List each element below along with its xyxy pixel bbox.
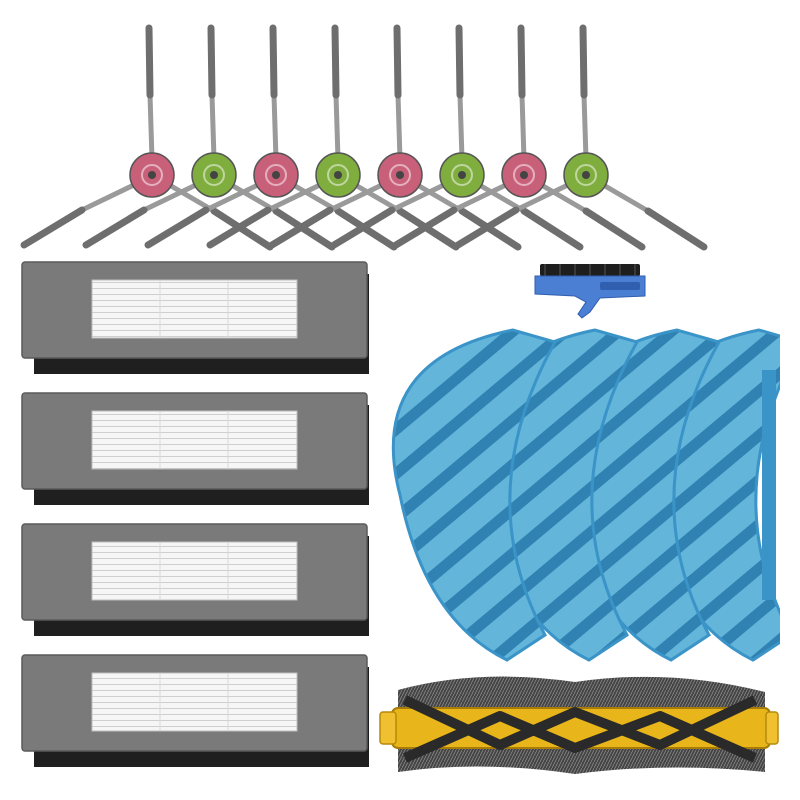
hepa-filter-group [21,261,369,767]
main-roller-brush [379,676,779,774]
mop-pad-edge [762,370,776,600]
filter-media [91,410,298,470]
side-brush [82,24,336,251]
side-brush [20,24,274,251]
filter-media [91,279,298,339]
hepa-filter [21,392,369,505]
mop-pad-group [391,328,780,662]
side-brush [206,24,460,251]
hepa-filter [21,654,369,767]
side-brush [392,24,646,251]
hepa-filter [21,523,369,636]
hepa-filter [21,261,369,374]
cleaning-brush [534,264,646,319]
side-brush [144,24,398,251]
filter-media [91,541,298,601]
mop-pad [391,328,558,662]
side-brush [454,24,708,251]
roller-end-cap-left [379,711,397,745]
side-brush-group [20,24,708,251]
side-brush [330,24,584,251]
filter-media [91,672,298,732]
side-brush [268,24,522,251]
roller-end-cap-right [765,711,779,745]
